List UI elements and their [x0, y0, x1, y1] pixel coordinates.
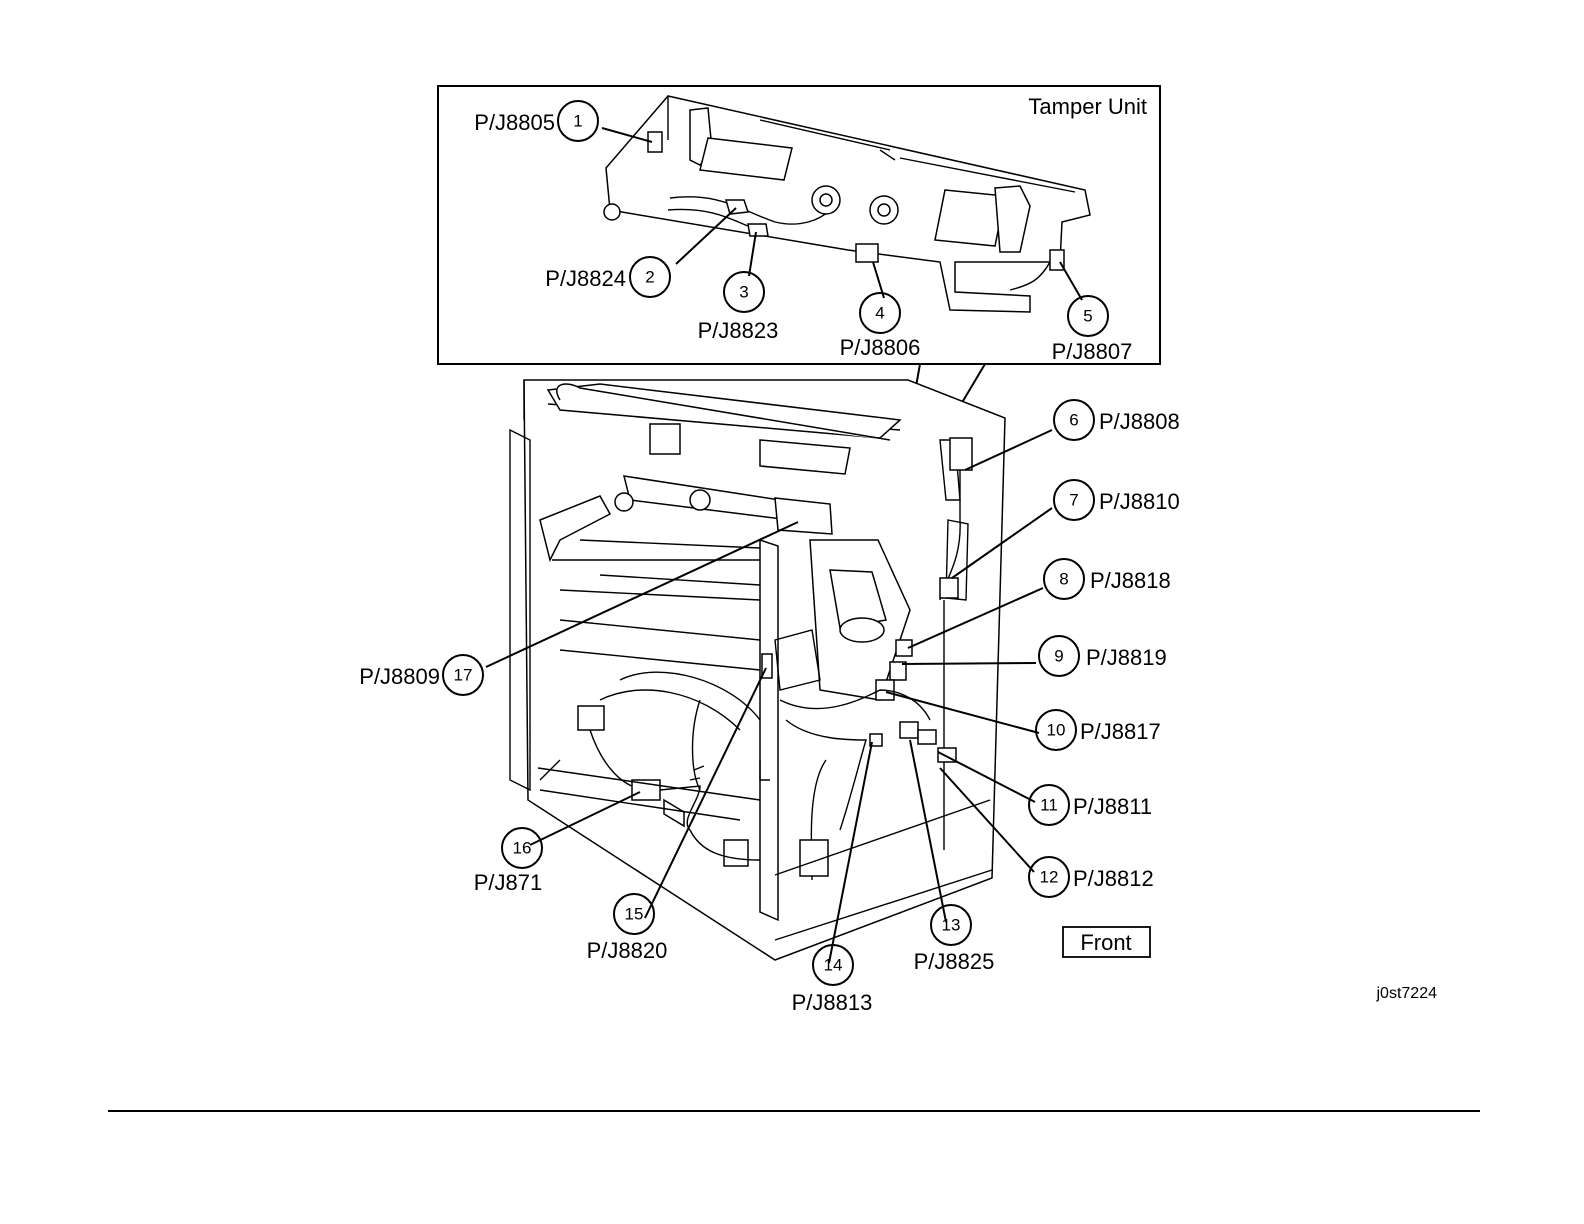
callout-number: 6 — [1069, 411, 1078, 430]
callout-number: 1 — [573, 112, 582, 131]
callout-number: 14 — [824, 956, 843, 975]
connector-label: P/J8818 — [1090, 568, 1171, 593]
callout-9: 9 P/J8819 — [1039, 636, 1167, 676]
callout-number: 17 — [454, 666, 473, 685]
callout-number: 2 — [645, 268, 654, 287]
connector-label: P/J8823 — [698, 318, 779, 343]
callout-15: 15 P/J8820 — [587, 894, 668, 963]
callout-6: 6 P/J8808 — [1054, 400, 1180, 440]
callout-number: 16 — [513, 839, 532, 858]
connector-label: P/J8824 — [545, 266, 626, 291]
connector-label: P/J8807 — [1052, 339, 1133, 364]
callout-7: 7 P/J8810 — [1054, 480, 1180, 520]
callout-number: 11 — [1040, 796, 1058, 815]
connector-label: P/J8813 — [792, 990, 873, 1015]
connector-label: P/J8825 — [914, 949, 995, 974]
connector-label: P/J871 — [474, 870, 543, 895]
callout-number: 8 — [1059, 570, 1068, 589]
callout-number: 3 — [739, 283, 748, 302]
callout-number: 13 — [942, 916, 961, 935]
front-indicator: Front — [1063, 927, 1150, 957]
figure-id: j0st7224 — [1376, 985, 1438, 1002]
callout-number: 7 — [1069, 491, 1078, 510]
callout-number: 4 — [875, 304, 884, 323]
callout-12: 12 P/J8812 — [1029, 857, 1154, 897]
connector-label: P/J8820 — [587, 938, 668, 963]
connector-label: P/J8805 — [474, 110, 555, 135]
callout-16: 16 P/J871 — [474, 828, 543, 895]
callout-number: 12 — [1040, 868, 1059, 887]
connector-label: P/J8817 — [1080, 719, 1161, 744]
front-label: Front — [1080, 930, 1131, 955]
callout-10: 10 P/J8817 — [1036, 710, 1161, 750]
callout-17: 17 P/J8809 — [359, 655, 483, 695]
callout-8: 8 P/J8818 — [1044, 559, 1171, 599]
callout-number: 9 — [1054, 647, 1063, 666]
connector-label: P/J8809 — [359, 664, 440, 689]
tamper-unit-title: Tamper Unit — [1028, 94, 1147, 119]
connector-label: P/J8806 — [840, 335, 921, 360]
connector-label: P/J8812 — [1073, 866, 1154, 891]
callout-11: 11 P/J8811 — [1029, 785, 1152, 825]
connector-label: P/J8811 — [1073, 794, 1152, 819]
callout-number: 10 — [1047, 721, 1066, 740]
callout-number: 5 — [1083, 307, 1092, 326]
callout-number: 15 — [625, 905, 644, 924]
connector-label: P/J8808 — [1099, 409, 1180, 434]
connector-label: P/J8819 — [1086, 645, 1167, 670]
callout-14: 14 P/J8813 — [792, 945, 873, 1015]
finisher-drawing — [510, 380, 1005, 960]
callout-13: 13 P/J8825 — [914, 905, 995, 974]
connector-label: P/J8810 — [1099, 489, 1180, 514]
